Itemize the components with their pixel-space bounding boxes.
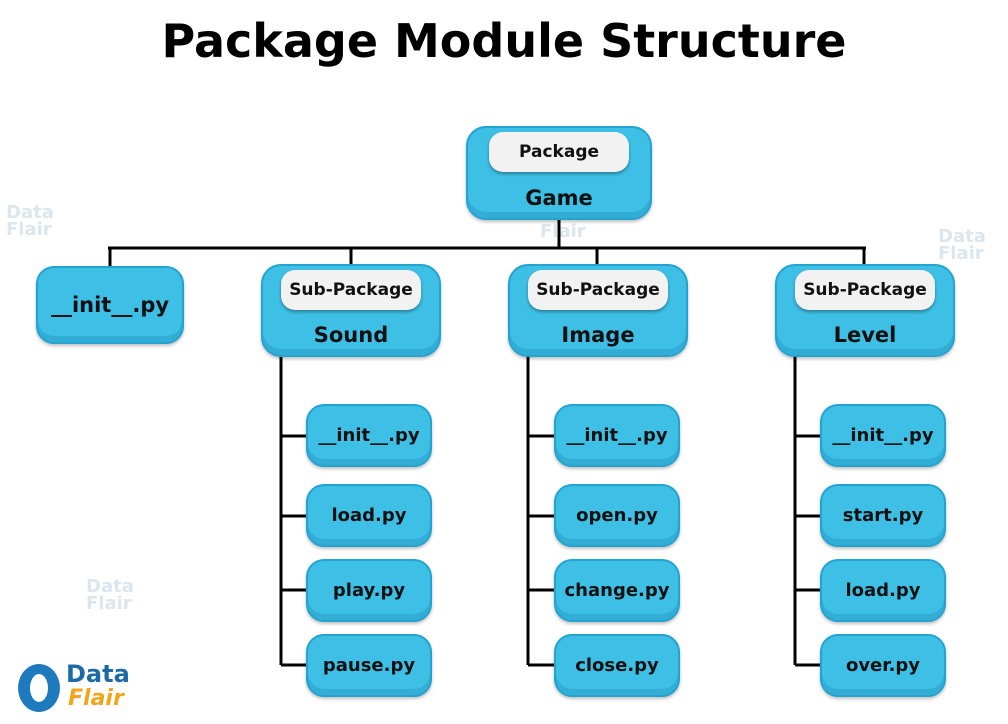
diagram-title: Package Module Structure [161,14,847,68]
root-package-tag: Package [489,132,629,172]
subpackage-level-name: Level [833,323,897,347]
level-file-over[interactable]: over.py [820,634,946,697]
level-file-start[interactable]: start.py [820,484,946,547]
level-file-load[interactable]: load.py [820,559,946,622]
subpackage-sound-name: Sound [313,323,389,347]
image-file-init[interactable]: __init__.py [554,404,680,467]
logo-line2: Flair [68,686,124,711]
subpackage-image-tag: Sub-Package [528,270,668,310]
sound-file-play[interactable]: play.py [306,559,432,622]
dataflair-logo-icon [18,664,60,712]
sound-file-pause[interactable]: pause.py [306,634,432,697]
sound-file-init[interactable]: __init__.py [306,404,432,467]
subpackage-image-name: Image [561,323,635,347]
subpackage-image-box[interactable]: Sub-Package Image [508,264,688,357]
top-init-file[interactable]: __init__.py [36,266,184,344]
root-package-name: Game [525,186,593,210]
image-file-close[interactable]: close.py [554,634,680,697]
image-file-change[interactable]: change.py [554,559,680,622]
logo-line1: Data [66,660,130,688]
dataflair-logo: Data Flair [8,660,148,720]
sound-file-load[interactable]: load.py [306,484,432,547]
root-package-box[interactable]: Package Game [466,126,652,220]
image-file-open[interactable]: open.py [554,484,680,547]
subpackage-sound-tag: Sub-Package [281,270,421,310]
level-file-init[interactable]: __init__.py [820,404,946,467]
subpackage-level-tag: Sub-Package [795,270,935,310]
subpackage-level-box[interactable]: Sub-Package Level [775,264,955,357]
subpackage-sound-box[interactable]: Sub-Package Sound [261,264,441,357]
